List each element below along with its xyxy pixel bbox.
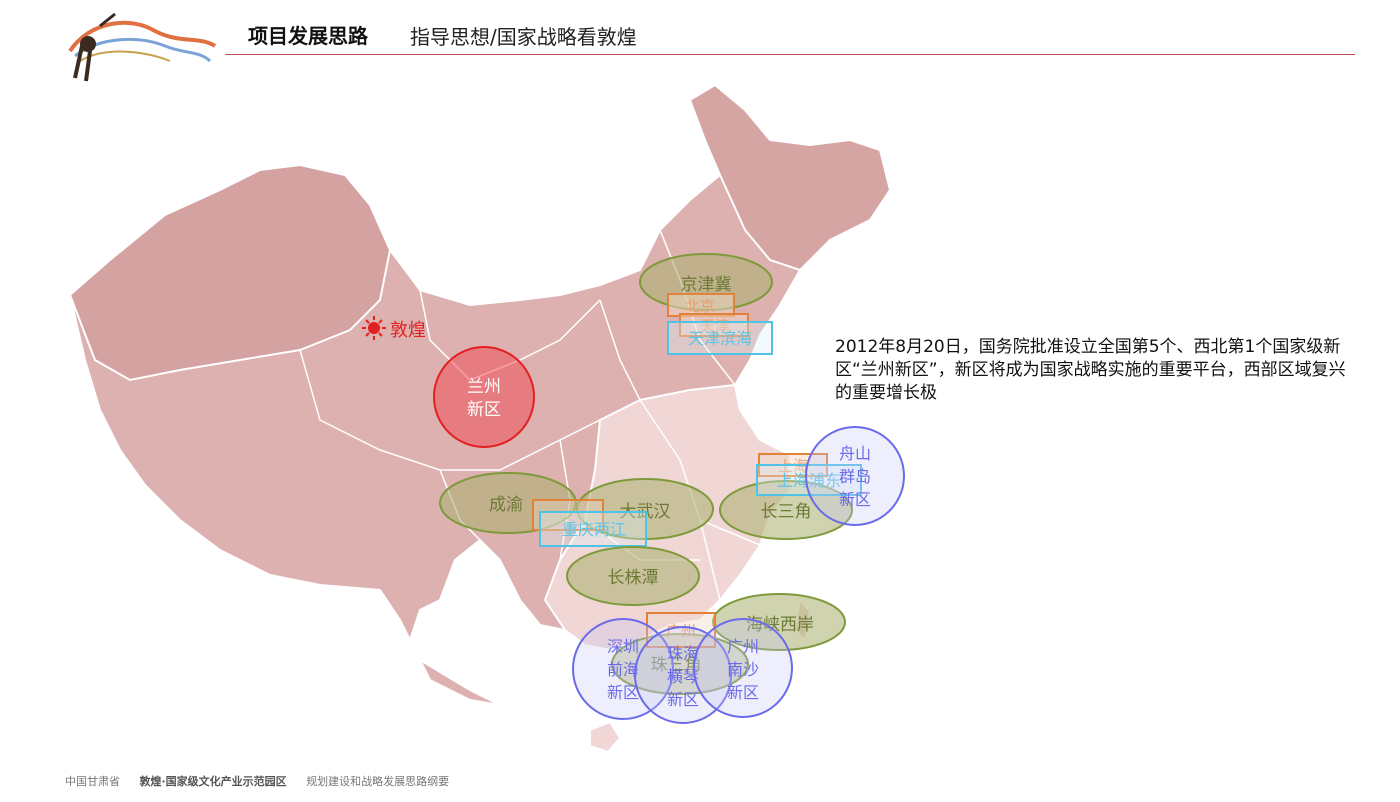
- nansha-label-line3: 新区: [727, 683, 759, 702]
- zhusanjiao-ellipse: [611, 633, 749, 695]
- zhoushan-circle: [805, 426, 905, 526]
- lanzhou-label-line1: 兰州: [467, 377, 501, 397]
- page-title: 项目发展思路: [248, 24, 368, 48]
- zhoushan-label-line1: 舟山: [839, 444, 871, 463]
- shenzhen-label-line1: 深圳: [607, 637, 639, 656]
- chongqing-liangjiang-box: [539, 511, 647, 547]
- guangzhou-nansha-circle: [693, 618, 793, 718]
- footer-project: 敦煌·国家级文化产业示范园区: [139, 775, 287, 788]
- zhuhai-hengqin-circle: [634, 626, 732, 724]
- beijing-label: 北京: [685, 297, 715, 315]
- haixia-xian-label: 海峡西岸: [746, 615, 814, 635]
- tianjin-box: [679, 313, 749, 337]
- zhuhai-label-line1: 珠海: [667, 644, 699, 663]
- lanzhou-new-area-circle: [433, 346, 535, 448]
- jingjinji-label: 京津冀: [681, 275, 732, 295]
- zhuhai-label-line3: 新区: [667, 690, 699, 709]
- chengyu-label: 成渝: [489, 495, 523, 515]
- guangzhou-box: [646, 612, 716, 648]
- shenzhen-label-line2: 前海: [607, 660, 639, 679]
- haixia-xian-ellipse: [712, 593, 846, 651]
- tianjin-binhai-box: [667, 321, 773, 355]
- dunhuang-marker: [362, 316, 386, 340]
- zhoushan-label-line2: 群岛: [839, 467, 871, 486]
- changsanjiao-label: 长三角: [761, 502, 812, 522]
- chongqing-liangjiang-label: 重庆两江: [562, 520, 626, 539]
- nansha-label-line1: 广州: [727, 637, 759, 656]
- footer: 中国甘肃省 敦煌·国家级文化产业示范园区 规划建设和战略发展思路纲要: [65, 773, 465, 789]
- lanzhou-label-line2: 新区: [467, 400, 501, 420]
- header-divider: [225, 54, 1355, 55]
- shanghai-pudong-label: 上海浦东: [777, 471, 841, 490]
- zhusanjiao-label: 珠三角: [651, 655, 702, 675]
- shenzhen-qianhai-circle: [572, 618, 674, 720]
- page-subtitle: 指导思想/国家战略看敦煌: [410, 25, 637, 49]
- changzhutan-ellipse: [566, 546, 700, 606]
- shanghai-pudong-box: [756, 464, 862, 496]
- tianjin-binhai-label: 天津滨海: [688, 329, 752, 348]
- changzhutan-label: 长株潭: [608, 568, 659, 588]
- zhuhai-label-line2: 横琴: [667, 667, 699, 686]
- lanzhou-annotation: 2012年8月20日，国务院批准设立全国第5个、西北第1个国家级新区“兰州新区”…: [835, 337, 1346, 403]
- footer-province: 中国甘肃省: [65, 775, 120, 788]
- dunhuang-label: 敦煌: [390, 320, 426, 341]
- zhoushan-label-line3: 新区: [839, 490, 871, 509]
- chengyu-ellipse: [439, 472, 577, 534]
- northeast-provinces: [688, 83, 892, 272]
- shenzhen-label-line3: 新区: [607, 683, 639, 702]
- chongqing-box: [532, 499, 604, 531]
- hainan: [589, 720, 622, 754]
- dunhuang-flying-apsara-logo: [68, 12, 217, 82]
- nansha-label-line2: 南沙: [727, 660, 759, 679]
- footer-doc: 规划建设和战略发展思路纲要: [306, 775, 450, 788]
